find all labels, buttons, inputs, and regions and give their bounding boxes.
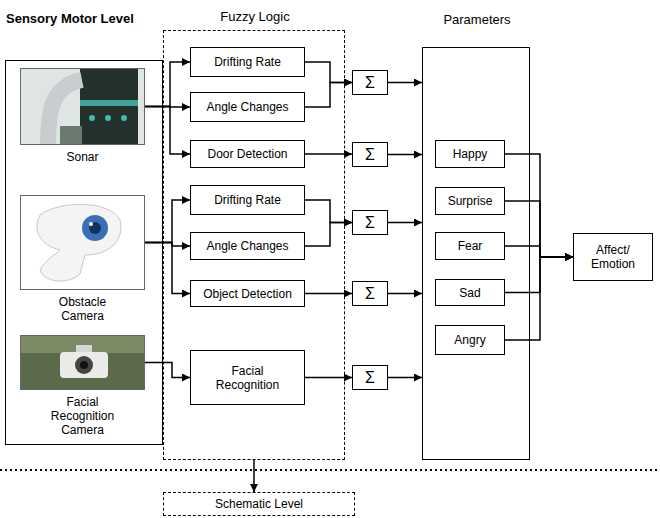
box-label: Surprise bbox=[448, 194, 493, 208]
box-label: Sad bbox=[459, 286, 480, 300]
robot-base bbox=[60, 126, 82, 145]
emotion-box: Fear bbox=[435, 232, 505, 260]
box-label: Object Detection bbox=[203, 287, 292, 301]
box-label: Fear bbox=[458, 239, 483, 253]
sum-box: Σ bbox=[352, 365, 388, 390]
emotion-box: Angry bbox=[435, 325, 505, 355]
picture-caption: Sonar bbox=[28, 150, 138, 164]
process-box: Angle Changes bbox=[190, 232, 305, 260]
photo-ground bbox=[20, 195, 145, 290]
sonar-dot bbox=[121, 115, 127, 121]
flow-arrow bbox=[145, 363, 190, 378]
picture-caption: Facial Recognition Camera bbox=[43, 395, 123, 437]
photo-ground bbox=[20, 68, 145, 145]
box-label: Drifting Rate bbox=[214, 193, 281, 207]
flow-arrow bbox=[253, 460, 255, 492]
box-label: Drifting Rate bbox=[214, 55, 281, 69]
flow-arrow bbox=[145, 62, 190, 107]
flow-arrow bbox=[505, 257, 573, 340]
box-label: Σ bbox=[365, 213, 375, 232]
photo-ground bbox=[20, 335, 145, 390]
box-label: Door Detection bbox=[207, 147, 287, 161]
sum-box: Σ bbox=[352, 142, 388, 167]
box-label: Happy bbox=[453, 147, 488, 161]
flow-arrow bbox=[388, 293, 422, 295]
flow-arrow bbox=[505, 154, 573, 257]
robot-arm bbox=[48, 80, 82, 145]
box-label: Σ bbox=[365, 284, 375, 303]
photo-wall bbox=[20, 335, 145, 353]
flow-arrow bbox=[145, 200, 190, 243]
group-heading: Sensory Motor Level bbox=[6, 11, 226, 27]
emotion-box: Happy bbox=[435, 140, 505, 168]
group-heading: Fuzzy Logic bbox=[144, 9, 366, 25]
sonar-robot-picture bbox=[20, 68, 145, 145]
sum-box: Σ bbox=[352, 70, 388, 95]
camera-mount bbox=[76, 345, 92, 353]
flow-arrow bbox=[145, 243, 190, 294]
sensor-picture: Sonar bbox=[20, 68, 145, 145]
sensor-picture: Facial Recognition Camera bbox=[20, 335, 145, 390]
camera-body bbox=[60, 352, 108, 378]
group-heading: Parameters bbox=[403, 12, 551, 28]
emotion-box: Sad bbox=[435, 279, 505, 306]
camera-lens bbox=[82, 215, 108, 241]
sensor-picture: Obstacle Camera bbox=[20, 195, 145, 290]
flow-arrow bbox=[505, 201, 573, 257]
process-box: Facial Recognition bbox=[190, 350, 305, 405]
fuzzy-group: Fuzzy LogicDrifting RateAngle ChangesDoo… bbox=[163, 30, 345, 460]
flow-arrow bbox=[505, 257, 573, 293]
camera-pupil bbox=[89, 222, 101, 234]
process-box: Drifting Rate bbox=[190, 47, 305, 77]
process-box: Angle Changes bbox=[190, 92, 305, 122]
robot-band bbox=[80, 100, 138, 106]
sum-box: Σ bbox=[352, 210, 388, 235]
sonar-dot bbox=[89, 115, 95, 121]
flow-arrow bbox=[388, 377, 422, 379]
box-label: Σ bbox=[365, 368, 375, 387]
box-label: Facial Recognition bbox=[208, 364, 288, 392]
flow-arrow bbox=[505, 246, 573, 257]
output-box: Affect/ Emotion bbox=[573, 233, 653, 281]
camera-housing bbox=[37, 204, 121, 281]
box-label: Affect/ Emotion bbox=[578, 243, 648, 271]
camera-pupil bbox=[80, 361, 88, 369]
process-box: Object Detection bbox=[190, 280, 305, 307]
picture-caption: Obstacle Camera bbox=[38, 295, 128, 323]
lens-glint bbox=[89, 222, 93, 226]
flow-arrow bbox=[388, 82, 422, 84]
box-label: Angry bbox=[454, 333, 485, 347]
box-label: Σ bbox=[365, 145, 375, 164]
face-camera-picture bbox=[20, 335, 145, 390]
sum-box: Σ bbox=[352, 281, 388, 306]
box-label: Angle Changes bbox=[206, 239, 288, 253]
sonar-dot bbox=[105, 115, 111, 121]
obstacle-camera-picture bbox=[20, 195, 145, 290]
level-divider bbox=[0, 469, 660, 471]
emotion-box: Surprise bbox=[435, 187, 505, 215]
box-label: Angle Changes bbox=[206, 100, 288, 114]
parameter-panel: ParametersHappySurpriseFearSadAngry bbox=[422, 47, 530, 460]
flow-arrow bbox=[145, 107, 190, 155]
process-box: Door Detection bbox=[190, 140, 305, 168]
schematic-box: Schematic Level bbox=[163, 492, 355, 516]
camera-lens bbox=[75, 356, 93, 374]
level-panel: Sensory Motor LevelSonarObstacle CameraF… bbox=[5, 60, 163, 445]
flow-arrow bbox=[388, 222, 422, 224]
process-box: Drifting Rate bbox=[190, 185, 305, 215]
box-label: Σ bbox=[365, 73, 375, 92]
robot-body bbox=[80, 68, 138, 145]
box-label: Schematic Level bbox=[215, 497, 303, 511]
flow-arrow bbox=[388, 154, 422, 156]
